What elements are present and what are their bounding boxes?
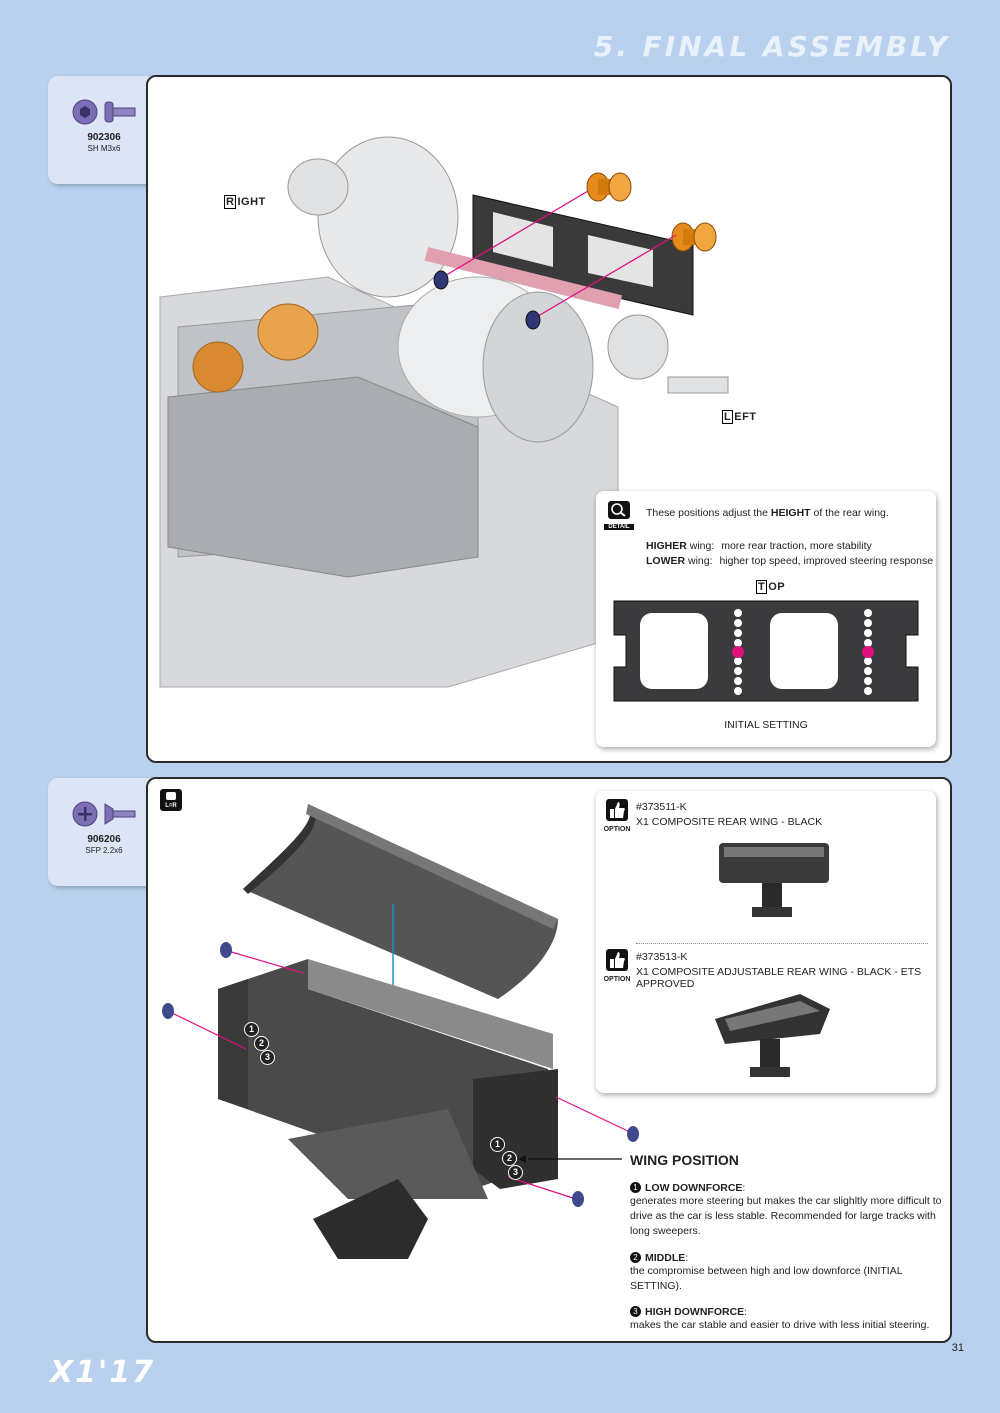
detail-lower: LOWER wing: higher top speed, improved s… — [646, 555, 934, 567]
rear-chassis-illustration — [159, 136, 729, 688]
initial-setting-label: INITIAL SETTING — [724, 719, 808, 731]
magnifier-icon — [608, 501, 630, 519]
page-title: 5. FINAL ASSEMBLY — [593, 30, 950, 63]
screw-head-phillips-icon — [72, 801, 98, 827]
detail-badge: DETAIL — [604, 501, 634, 530]
position-marker-3: 3 — [260, 1050, 275, 1065]
wing-mount-spacer — [671, 222, 717, 252]
position-marker-1: 1 — [244, 1022, 259, 1037]
brand-logo: X1'17 — [50, 1355, 155, 1390]
option-badge: OPTION — [602, 799, 632, 833]
wing-body — [218, 959, 558, 1259]
position-marker-2: 2 — [254, 1036, 269, 1051]
position-marker-3: 3 — [508, 1165, 523, 1180]
step2-panel: L=R 1 2 3 1 — [146, 777, 952, 1343]
wing-mount-plate — [472, 194, 694, 316]
screw-head-hex-icon — [72, 99, 98, 125]
wing-mount-plate-diagram — [613, 600, 919, 702]
screw-side-icon — [104, 803, 136, 825]
detail-higher: HIGHER wing: more rear traction, more st… — [646, 540, 872, 552]
part-desc: SFP 2.2x6 — [85, 846, 123, 855]
option-badge: OPTION — [602, 949, 632, 983]
screw-icons — [48, 94, 160, 130]
screw-side-icon — [104, 101, 136, 123]
rear-wing-illustration — [162, 804, 639, 1259]
part-code: 906206 — [87, 834, 121, 845]
wing-blade — [243, 804, 558, 999]
detail-intro: These positions adjust the HEIGHT of the… — [646, 507, 889, 519]
option-wing-photo — [719, 843, 829, 917]
position-marker-1: 1 — [490, 1137, 505, 1152]
option-separator — [636, 943, 928, 944]
part-desc: SH M3x6 — [87, 144, 121, 153]
page-number: 31 — [951, 1342, 964, 1354]
option-code: #373511-K — [636, 801, 687, 813]
wing-position-title: WING POSITION — [630, 1152, 739, 1168]
part-tab-902306: 902306 SH M3x6 — [48, 76, 160, 184]
initial-setting-marker — [862, 646, 874, 658]
left-right-same-badge: L=R — [160, 789, 182, 811]
options-callout: OPTION #373511-K X1 COMPOSITE REAR WING … — [596, 791, 936, 1093]
wing-mount-spacer — [586, 172, 632, 202]
part-code: 902306 — [87, 132, 121, 143]
option-adjustable-wing-photo — [715, 994, 830, 1077]
initial-setting-marker — [732, 646, 744, 658]
option-name: X1 COMPOSITE REAR WING - BLACK — [636, 816, 823, 828]
position-marker-2: 2 — [502, 1151, 517, 1166]
option-code: #373513-K — [636, 951, 688, 963]
option-name: X1 COMPOSITE ADJUSTABLE REAR WING - BLAC… — [636, 966, 922, 990]
car-icon — [166, 792, 176, 800]
detail-callout: DETAIL These positions adjust the HEIGHT… — [596, 491, 936, 747]
adjustment-holes — [734, 609, 872, 695]
screw-icons — [48, 796, 160, 832]
part-tab-906206: 906206 SFP 2.2x6 — [48, 778, 160, 886]
thumbs-up-icon — [606, 799, 628, 821]
thumbs-up-icon — [606, 949, 628, 971]
